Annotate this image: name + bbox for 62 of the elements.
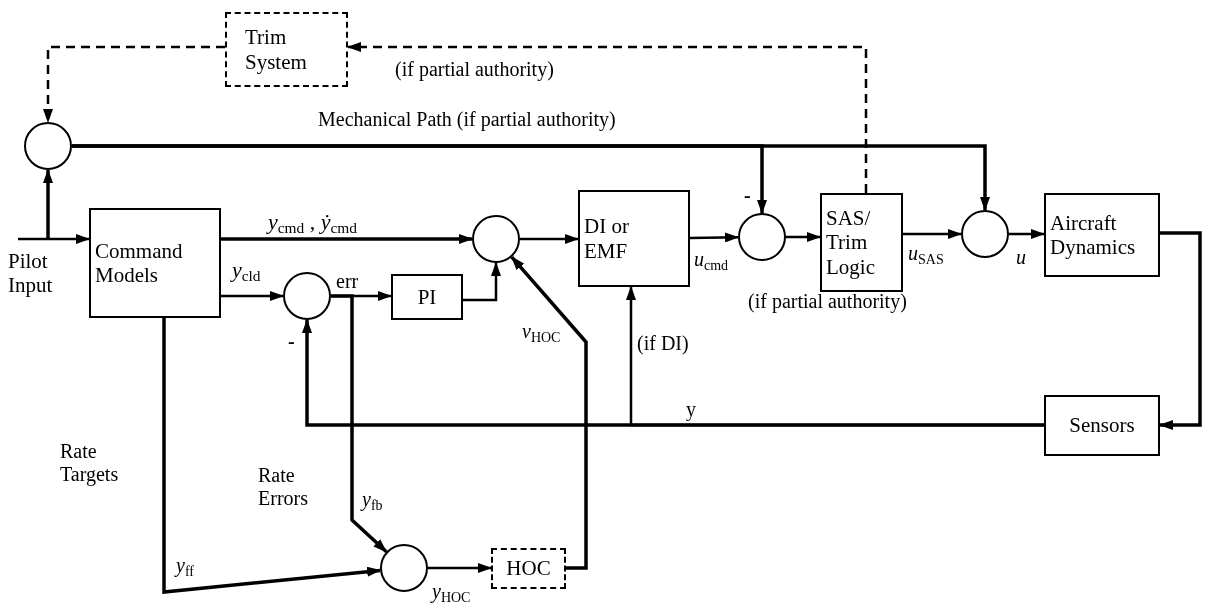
annotation: Rate Targets — [60, 440, 120, 486]
edge-label: (if partial authority) — [395, 58, 554, 80]
block-label: PI — [417, 284, 437, 310]
block — [225, 12, 348, 87]
signal-arrow — [1159, 231, 1202, 430]
annotation: (if partial authority) — [748, 290, 908, 313]
block — [89, 208, 221, 318]
summing-junction — [472, 215, 520, 263]
signal-arrow — [347, 42, 868, 193]
block — [578, 190, 690, 287]
signal-arrow — [221, 291, 284, 301]
signal-arrow — [1009, 229, 1045, 239]
summing-junction — [24, 122, 72, 170]
signal-arrow — [302, 319, 1044, 427]
block-label: Sensors — [1069, 413, 1135, 438]
edge-label: y$_{fb}$ — [362, 488, 383, 513]
block — [1044, 193, 1160, 277]
block — [820, 193, 903, 292]
annotation: Rate Errors — [258, 464, 309, 510]
signal-arrow — [43, 45, 225, 123]
edge-label: err — [336, 270, 359, 292]
summing-junction — [283, 272, 331, 320]
edge-label: y$_{cmd}$ , ẏ$_{cmd}$ — [268, 210, 358, 237]
block — [491, 548, 566, 589]
minus-sign: - — [288, 330, 296, 353]
minus-sign: - — [744, 184, 752, 207]
summing-junction — [380, 544, 428, 592]
edge-label: y$_{cld}$ — [232, 258, 261, 285]
signal-arrow — [18, 234, 90, 244]
signal-arrow — [520, 234, 579, 244]
signal-arrow — [463, 262, 501, 302]
block-label: SAS/ Trim Logic — [826, 206, 876, 279]
edge-label: u$_{SAS}$ — [908, 242, 944, 267]
signal-arrow — [903, 229, 962, 239]
signal-arrow — [690, 232, 739, 243]
edge-label: u$_{cmd}$ — [694, 248, 729, 273]
block — [1044, 395, 1160, 456]
signal-arrow — [626, 286, 1044, 427]
signal-arrow — [221, 234, 473, 244]
edge-label: (if DI) — [637, 332, 689, 354]
block-label: HOC — [506, 556, 551, 581]
input-label: Pilot Input — [8, 249, 54, 298]
summing-junction — [961, 210, 1009, 258]
signal-arrow — [72, 144, 990, 211]
edge-label: y$_{ff}$ — [176, 554, 194, 579]
block-label: Command Models — [95, 238, 184, 288]
block-label: Trim System — [245, 25, 308, 74]
signal-arrow — [43, 169, 53, 239]
signal-arrow — [331, 294, 388, 553]
edge-label: v$_{HOC}$ — [522, 320, 561, 345]
edge-label: Mechanical Path (if partial authority) — [318, 108, 616, 130]
signal-arrow — [786, 232, 821, 242]
edge-label: u — [1016, 246, 1026, 268]
block-label: DI or EMF — [584, 214, 630, 263]
edge-label: y — [686, 398, 696, 420]
block — [391, 274, 463, 320]
signal-arrow — [510, 255, 588, 570]
block-label: Aircraft Dynamics — [1050, 210, 1137, 260]
signal-arrow — [428, 563, 492, 573]
signal-arrow — [162, 318, 382, 594]
summing-junction — [738, 213, 786, 261]
edge-label: y$_{HOC}$ — [432, 580, 471, 605]
